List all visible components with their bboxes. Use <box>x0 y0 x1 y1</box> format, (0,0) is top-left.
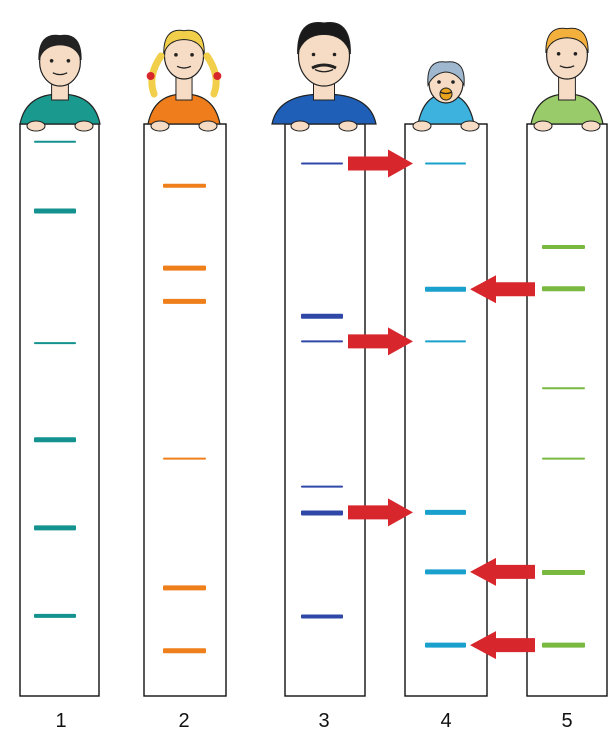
hand-2 <box>198 120 218 132</box>
band-lane-3-2 <box>301 313 343 319</box>
band-lane-5-2 <box>542 286 585 292</box>
gel-strip-3 <box>284 123 366 697</box>
band-lane-3-5 <box>301 510 343 516</box>
hand-2 <box>581 120 601 132</box>
band-lane-4-3 <box>425 340 466 343</box>
band-lane-1-5 <box>34 525 76 531</box>
person-1-man <box>19 34 101 132</box>
person-4-baby <box>412 61 480 132</box>
eye-left <box>556 52 561 56</box>
eye-left <box>174 53 178 57</box>
hand-1 <box>290 120 310 132</box>
mouth <box>559 65 575 69</box>
mustache <box>311 63 337 70</box>
person-2-girl <box>146 29 222 132</box>
match-arrow-1 <box>348 149 413 178</box>
band-lane-4-6 <box>425 642 466 648</box>
hair <box>38 34 82 61</box>
hand-1 <box>150 120 170 132</box>
dna-bands <box>34 140 585 654</box>
eye-left <box>437 80 441 84</box>
band-lane-3-1 <box>301 162 343 165</box>
eye-left <box>311 52 316 57</box>
match-arrow-4 <box>348 498 413 527</box>
band-lane-5-5 <box>542 569 585 575</box>
eye-right <box>573 52 578 56</box>
eye-left <box>49 59 54 63</box>
band-lane-3-4 <box>301 485 343 488</box>
lane-label-5: 5 <box>561 710 572 732</box>
mouth <box>52 72 68 76</box>
match-arrow-6 <box>470 631 535 660</box>
band-lane-3-6 <box>301 614 343 619</box>
lane-label-3: 3 <box>318 710 329 732</box>
band-lane-2-5 <box>163 585 206 591</box>
match-arrow-3 <box>348 327 413 356</box>
eye-right <box>332 52 337 57</box>
band-lane-3-3 <box>301 340 343 343</box>
eye-right <box>451 80 455 84</box>
band-lane-4-4 <box>425 509 466 515</box>
hair-bow-right <box>213 72 222 80</box>
gel-strip-1 <box>19 123 100 697</box>
hair <box>545 27 589 54</box>
band-lane-1-6 <box>34 613 76 618</box>
band-lane-5-6 <box>542 642 585 648</box>
eye-right <box>66 59 71 63</box>
person-3-father <box>271 22 377 132</box>
gel-strip-5 <box>526 123 608 697</box>
band-lane-2-4 <box>163 457 206 460</box>
match-arrow-2 <box>470 275 535 304</box>
hand-2 <box>74 120 94 132</box>
band-lane-4-5 <box>425 569 466 575</box>
band-lane-2-1 <box>163 183 206 188</box>
person-5-mother <box>530 27 604 132</box>
band-lane-5-1 <box>542 244 585 249</box>
lane-label-2: 2 <box>178 710 189 732</box>
people-illustrations <box>19 22 604 132</box>
band-lane-4-1 <box>425 162 466 165</box>
band-lane-1-1 <box>34 140 76 143</box>
hand-2 <box>338 120 358 132</box>
band-lane-4-2 <box>425 286 466 292</box>
hand-2 <box>460 120 480 132</box>
band-lane-1-2 <box>34 208 76 214</box>
band-lane-2-3 <box>163 298 206 304</box>
lane-labels: 1 2 3 4 5 <box>55 710 572 732</box>
gel-strips <box>19 123 608 697</box>
band-lane-2-6 <box>163 648 206 654</box>
mouth <box>439 91 453 95</box>
band-lane-1-4 <box>34 437 76 443</box>
hand-1 <box>412 120 432 132</box>
lane-label-4: 4 <box>440 710 451 732</box>
hand-1 <box>533 120 553 132</box>
match-arrow-5 <box>470 557 535 586</box>
band-lane-5-3 <box>542 387 585 390</box>
band-lane-2-2 <box>163 265 206 271</box>
band-lane-5-4 <box>542 457 585 460</box>
eye-right <box>190 53 194 57</box>
bonnet <box>427 61 465 87</box>
match-arrows <box>348 149 535 660</box>
hair <box>297 22 351 55</box>
gel-strip-2 <box>143 123 227 697</box>
hair-bow-left <box>146 72 155 80</box>
mouth <box>176 65 192 69</box>
band-lane-1-3 <box>34 342 76 345</box>
lane-label-1: 1 <box>55 710 66 732</box>
gel-strip-4 <box>404 123 488 697</box>
mouth <box>314 68 334 73</box>
hand-1 <box>26 120 46 132</box>
